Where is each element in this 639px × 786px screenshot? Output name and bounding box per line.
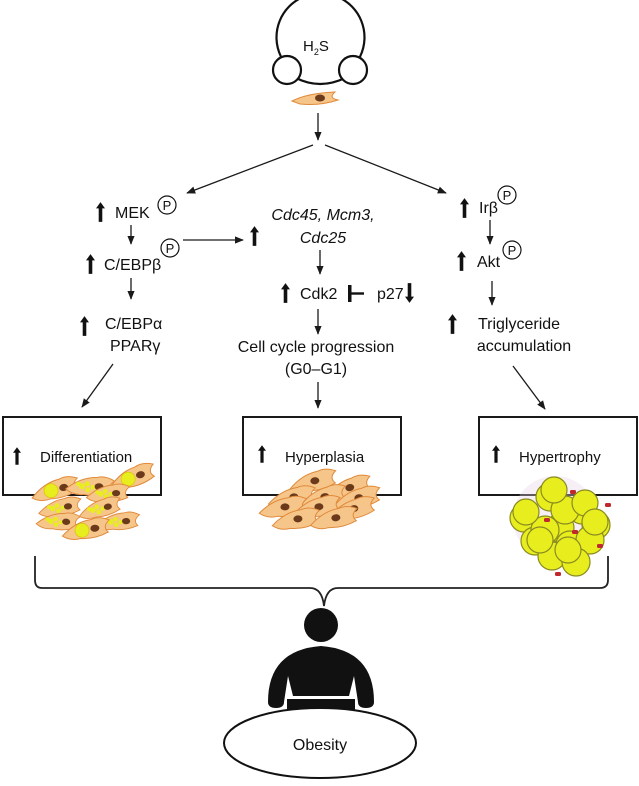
hydrogen-atom-right xyxy=(337,54,369,86)
differentiating-adipocytes-illustration xyxy=(31,462,156,540)
phosphorylation-icon: P xyxy=(157,195,177,215)
hypertrophic-adipocytes-illustration xyxy=(509,476,611,577)
hydrogen-atom-left xyxy=(271,54,303,86)
up-arrow-icon xyxy=(448,314,457,334)
adipocyte xyxy=(540,476,568,504)
nucleus xyxy=(597,544,603,548)
cell xyxy=(35,512,82,531)
arrow-to-irb xyxy=(324,144,447,194)
arrow-to-mek xyxy=(186,144,314,194)
hyperplasia-label: Hyperplasia xyxy=(285,449,365,466)
up-arrow-icon xyxy=(281,283,290,303)
down-arrow-icon xyxy=(405,283,414,303)
svg-text:P: P xyxy=(508,243,517,258)
cdk2-label: Cdk2 xyxy=(300,286,337,303)
h2s-molecule: H2S xyxy=(271,0,369,86)
obese-person-icon xyxy=(268,608,374,719)
p27-label: p27 xyxy=(377,286,404,303)
up-arrow-icon xyxy=(96,202,105,222)
nucleus xyxy=(544,518,550,522)
preadipocyte-cell xyxy=(290,91,340,105)
cell-cycle-label: Cell cycle progression xyxy=(238,339,395,356)
pparg-label: PPARγ xyxy=(110,338,160,355)
inhibition-icon xyxy=(348,285,364,302)
obesity-label: Obesity xyxy=(293,737,347,754)
cell xyxy=(309,506,358,530)
cell xyxy=(271,507,321,530)
cell xyxy=(38,496,82,517)
cell xyxy=(85,483,131,503)
cell xyxy=(78,496,121,519)
up-arrow-icon xyxy=(250,226,259,246)
up-arrow-icon xyxy=(460,198,469,218)
proliferating-preadipocytes-illustration xyxy=(258,468,381,530)
irb-label: Irβ xyxy=(479,200,498,217)
accumulation-label: accumulation xyxy=(477,338,571,355)
sulfur-atom-shape xyxy=(275,0,366,71)
svg-text:P: P xyxy=(166,241,175,256)
phosphorylation-icon: P xyxy=(502,240,522,260)
cebpa-label: C/EBPα xyxy=(105,316,162,333)
nucleus xyxy=(605,503,611,507)
cdc45-mcm3-label: Cdc45, Mcm3, xyxy=(271,207,374,224)
arrow-to-hypertrophy xyxy=(512,365,546,410)
grouping-brace xyxy=(34,556,609,607)
nucleus xyxy=(572,530,578,534)
nucleus xyxy=(570,490,576,494)
up-arrow-icon xyxy=(86,254,95,274)
h2s-label: H2S xyxy=(303,38,329,57)
adipocyte xyxy=(581,508,609,536)
adipocyte xyxy=(512,498,540,526)
cdc25-label: Cdc25 xyxy=(300,230,346,247)
hypertrophy-label: Hypertrophy xyxy=(519,449,601,466)
cebpb-label: C/EBPβ xyxy=(104,257,161,274)
adipocyte xyxy=(526,526,554,554)
up-arrow-icon xyxy=(80,316,89,336)
phosphorylation-icon: P xyxy=(497,185,517,205)
differentiation-label: Differentiation xyxy=(40,449,132,466)
svg-text:P: P xyxy=(163,198,172,213)
g0-g1-label: (G0–G1) xyxy=(285,361,347,378)
svg-text:P: P xyxy=(503,188,512,203)
phosphorylation-icon: P xyxy=(160,238,180,258)
up-arrow-icon xyxy=(457,251,466,271)
akt-label: Akt xyxy=(477,254,501,271)
nucleus xyxy=(555,572,561,576)
cell xyxy=(61,517,111,540)
adipocyte xyxy=(554,536,582,564)
obesity-ellipse xyxy=(223,707,417,779)
mek-label: MEK xyxy=(115,205,150,222)
arrow-to-differentiation xyxy=(81,363,114,408)
triglyceride-label: Triglyceride xyxy=(478,316,560,333)
